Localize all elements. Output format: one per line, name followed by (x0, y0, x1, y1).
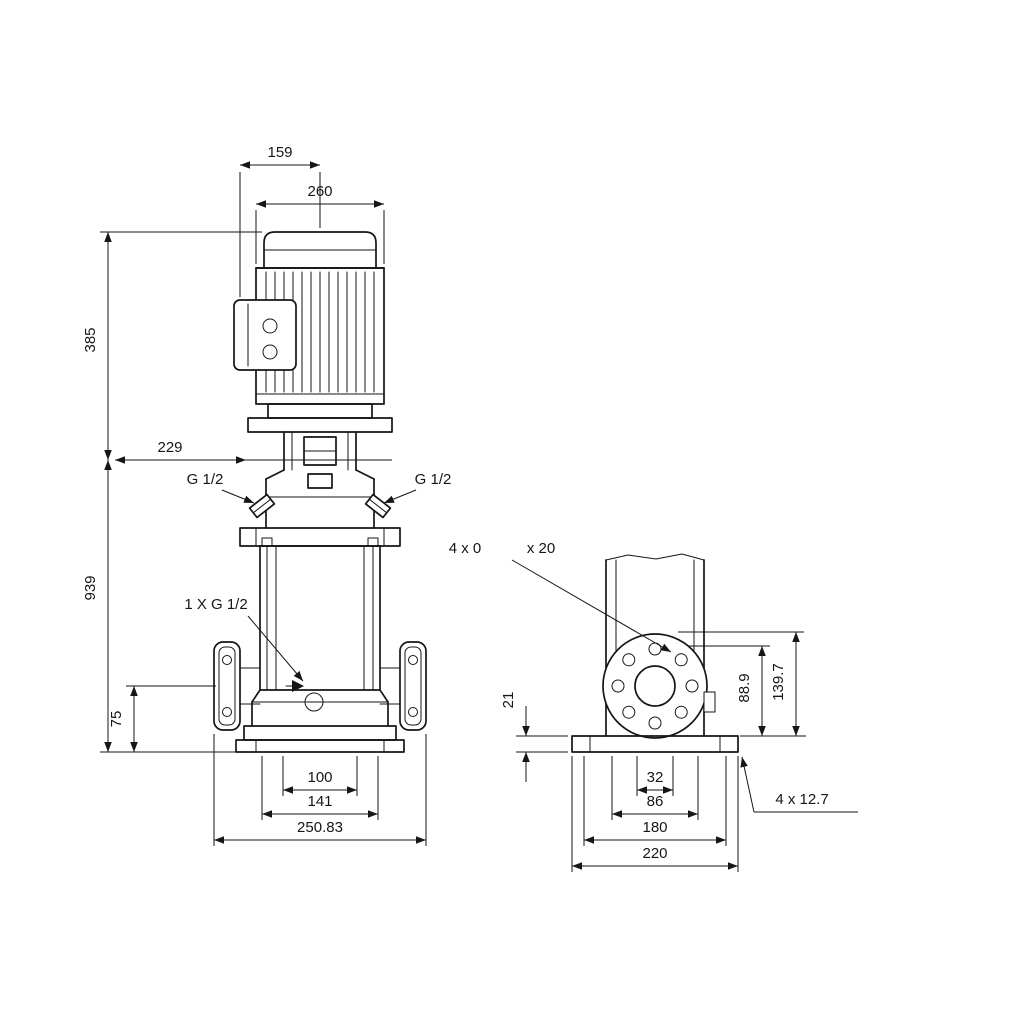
dim-32-label: 32 (647, 769, 664, 786)
pump-head (239, 469, 401, 547)
dim-250-83-label: 250.83 (297, 819, 343, 836)
dim-141-label: 141 (307, 793, 332, 810)
front-view: 159 260 385 939 229 75 100 (82, 144, 451, 846)
plug-right-label: G 1/2 (415, 471, 452, 488)
plug-left (248, 493, 276, 519)
dim-139-7-label: 139.7 (770, 663, 787, 701)
side-base-plate (571, 735, 739, 753)
dim-229-label: 229 (157, 439, 182, 456)
dim-180-label: 180 (642, 819, 667, 836)
coupling (303, 436, 337, 466)
dim-75-label: 75 (108, 711, 125, 728)
motor-stool (247, 403, 393, 471)
dim-260-label: 260 (307, 183, 332, 200)
motor-fins (255, 271, 385, 395)
dim-939-label: 939 (82, 575, 99, 600)
port-flange-right (379, 641, 427, 731)
dim-100-label: 100 (307, 769, 332, 786)
chamber-stack (259, 537, 381, 712)
base-holes-label: 4 x 12.7 (775, 791, 828, 808)
terminal-box (233, 299, 297, 371)
side-dimensions: 4 x 0 x 20 21 88.9 139.7 32 (449, 540, 858, 872)
side-view: 4 x 0 x 20 21 88.9 139.7 32 (449, 540, 858, 872)
drain-label: 1 X G 1/2 (184, 596, 247, 613)
pump-base-front (235, 689, 405, 753)
dim-88-9-label: 88.9 (736, 673, 753, 702)
dim-385-label: 385 (82, 327, 99, 352)
front-dimensions: 159 260 385 939 229 75 100 (82, 144, 451, 846)
dim-220-label: 220 (642, 845, 667, 862)
drain-port (285, 680, 324, 712)
flange-holes-label-prefix: 4 x 0 (449, 540, 482, 557)
flange-holes-label-suffix: x 20 (527, 540, 555, 557)
gauge-tap (703, 691, 716, 713)
dim-86-label: 86 (647, 793, 664, 810)
motor-outline (233, 231, 385, 405)
dim-21-label: 21 (500, 692, 517, 709)
port-flange-left (213, 641, 261, 731)
plug-right (364, 493, 392, 519)
priming-port (307, 473, 333, 489)
dim-159-label: 159 (267, 144, 292, 161)
side-flange-face (602, 633, 716, 739)
plug-left-label: G 1/2 (187, 471, 224, 488)
